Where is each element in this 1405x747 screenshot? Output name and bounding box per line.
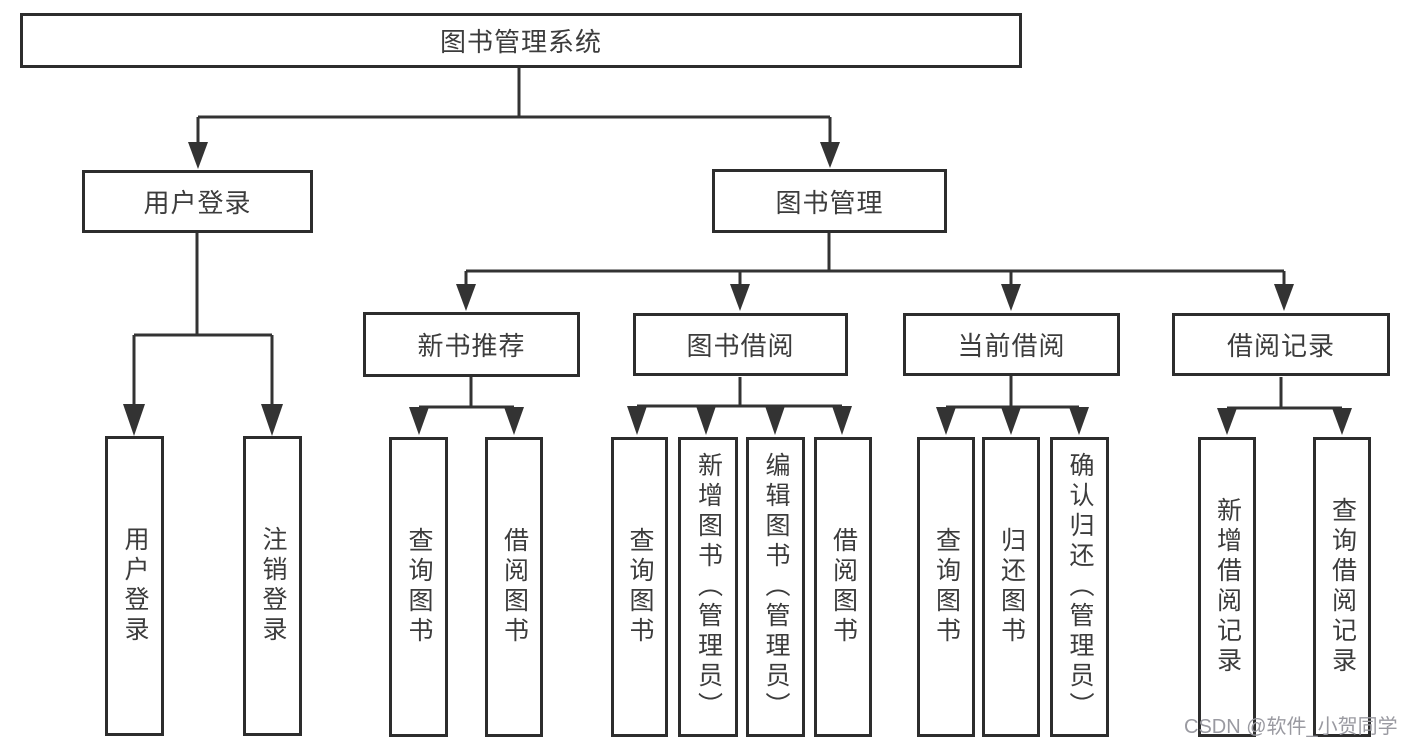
node-leaf-br-query-record-label: 查询借阅记录	[1328, 497, 1357, 677]
node-borrow-records-label: 借阅记录	[1226, 331, 1335, 361]
node-leaf-cb-return-books: 归还图书	[982, 437, 1040, 737]
node-leaf-bb-edit-books-label: 编辑图书（管理员）	[762, 452, 790, 722]
node-leaf-cb-confirm-return: 确认归还（管理员）	[1050, 437, 1109, 737]
node-book-borrow-label: 图书借阅	[686, 331, 795, 361]
node-leaf-br-query-record: 查询借阅记录	[1313, 437, 1371, 737]
node-leaf-user-login-label: 用户登录	[121, 526, 149, 646]
node-leaf-bb-query-books-label: 查询图书	[626, 527, 654, 647]
node-leaf-cb-query-books: 查询图书	[917, 437, 975, 737]
node-leaf-user-login: 用户登录	[105, 436, 164, 736]
node-leaf-cb-confirm-return-label: 确认归还（管理员）	[1066, 452, 1094, 722]
node-root: 图书管理系统	[20, 13, 1022, 68]
node-new-book-recommend: 新书推荐	[363, 312, 580, 377]
node-user-login: 用户登录	[82, 170, 313, 233]
node-leaf-bb-add-books-label: 新增图书（管理员）	[694, 452, 723, 722]
node-leaf-bb-borrow-books-label: 借阅图书	[829, 527, 858, 647]
node-leaf-br-add-record: 新增借阅记录	[1198, 437, 1256, 737]
watermark: CSDN @软件_小贺同学	[1184, 716, 1398, 738]
node-leaf-cb-query-books-label: 查询图书	[932, 527, 961, 647]
node-leaf-br-add-record-label: 新增借阅记录	[1213, 497, 1242, 677]
node-leaf-bb-borrow-books: 借阅图书	[814, 437, 872, 737]
node-leaf-bb-query-books: 查询图书	[611, 437, 668, 737]
node-leaf-nbr-borrow-books-label: 借阅图书	[500, 527, 529, 647]
node-book-management-label: 图书管理	[775, 187, 884, 218]
node-leaf-nbr-borrow-books: 借阅图书	[485, 437, 543, 737]
node-current-borrow: 当前借阅	[903, 313, 1120, 376]
node-leaf-nbr-query-books-label: 查询图书	[405, 527, 433, 647]
node-book-borrow: 图书借阅	[633, 313, 848, 376]
arrowhead-icons	[123, 142, 1352, 436]
node-leaf-nbr-query-books: 查询图书	[389, 437, 448, 737]
node-user-login-label: 用户登录	[143, 188, 252, 218]
node-leaf-logout: 注销登录	[243, 436, 302, 736]
node-new-book-recommend-label: 新书推荐	[417, 331, 526, 361]
node-leaf-bb-edit-books: 编辑图书（管理员）	[746, 437, 805, 737]
node-borrow-records: 借阅记录	[1172, 313, 1390, 376]
node-root-label: 图书管理系统	[439, 27, 602, 57]
node-leaf-cb-return-books-label: 归还图书	[997, 527, 1026, 647]
node-leaf-bb-add-books: 新增图书（管理员）	[678, 437, 738, 737]
node-current-borrow-label: 当前借阅	[957, 331, 1066, 361]
node-leaf-logout-label: 注销登录	[259, 526, 287, 646]
node-book-management: 图书管理	[712, 169, 947, 233]
